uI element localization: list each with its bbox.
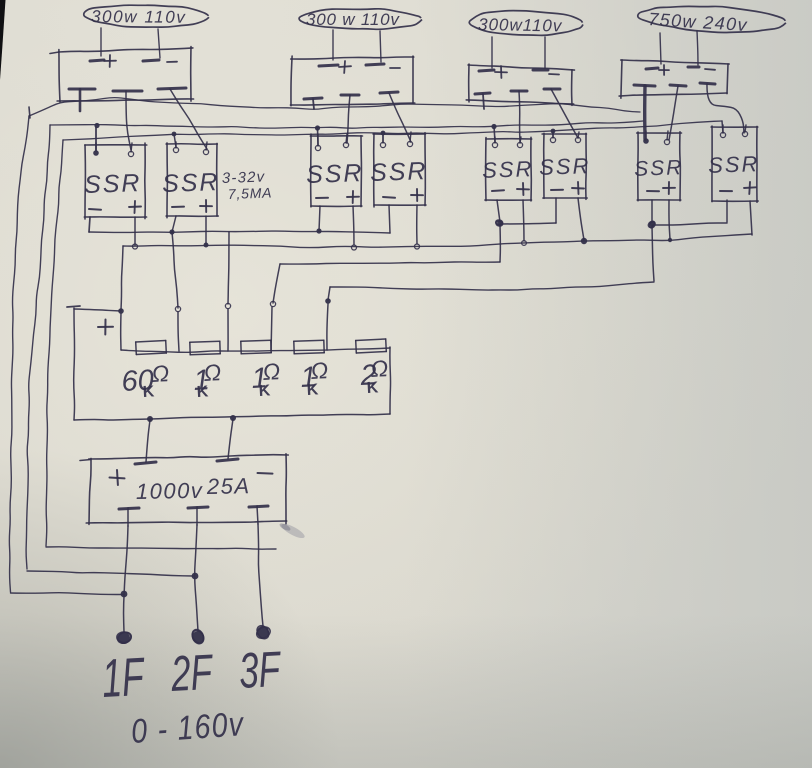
svg-text:SSR: SSR xyxy=(708,151,760,178)
svg-text:0 - 160v: 0 - 160v xyxy=(130,705,246,751)
svg-text:Ω: Ω xyxy=(370,355,389,382)
svg-text:SSR: SSR xyxy=(482,156,534,183)
svg-text:SSR: SSR xyxy=(306,159,364,189)
svg-text:1: 1 xyxy=(251,362,269,395)
svg-text:2F: 2F xyxy=(169,645,216,703)
svg-text:SSR: SSR xyxy=(370,157,428,187)
svg-text:1000v: 1000v xyxy=(136,478,204,504)
svg-text:300w 110v: 300w 110v xyxy=(91,7,187,27)
svg-text:1: 1 xyxy=(300,361,318,394)
svg-text:Ω: Ω xyxy=(310,357,329,384)
svg-text:60: 60 xyxy=(121,364,155,398)
svg-text:Ω: Ω xyxy=(151,360,170,387)
svg-text:SSR: SSR xyxy=(539,153,591,180)
svg-text:3F: 3F xyxy=(238,642,284,700)
svg-text:K: K xyxy=(258,382,271,400)
svg-text:300 w 110v: 300 w 110v xyxy=(306,10,400,29)
svg-text:3-32v: 3-32v xyxy=(222,168,266,187)
svg-text:SSR: SSR xyxy=(162,168,220,198)
svg-text:K: K xyxy=(306,381,319,399)
svg-text:300w110v: 300w110v xyxy=(478,15,563,35)
svg-text:2: 2 xyxy=(359,359,378,392)
svg-text:7,5MA: 7,5MA xyxy=(228,184,273,202)
svg-text:1F: 1F xyxy=(100,646,147,708)
svg-text:25A: 25A xyxy=(206,473,251,499)
svg-text:SSR: SSR xyxy=(84,169,142,199)
svg-text:SSR: SSR xyxy=(634,156,684,181)
svg-text:K: K xyxy=(196,383,209,401)
svg-text:1: 1 xyxy=(193,364,211,397)
svg-text:Ω: Ω xyxy=(203,359,222,386)
svg-text:K: K xyxy=(142,383,155,401)
svg-text:K: K xyxy=(366,379,379,397)
svg-text:Ω: Ω xyxy=(262,358,281,385)
